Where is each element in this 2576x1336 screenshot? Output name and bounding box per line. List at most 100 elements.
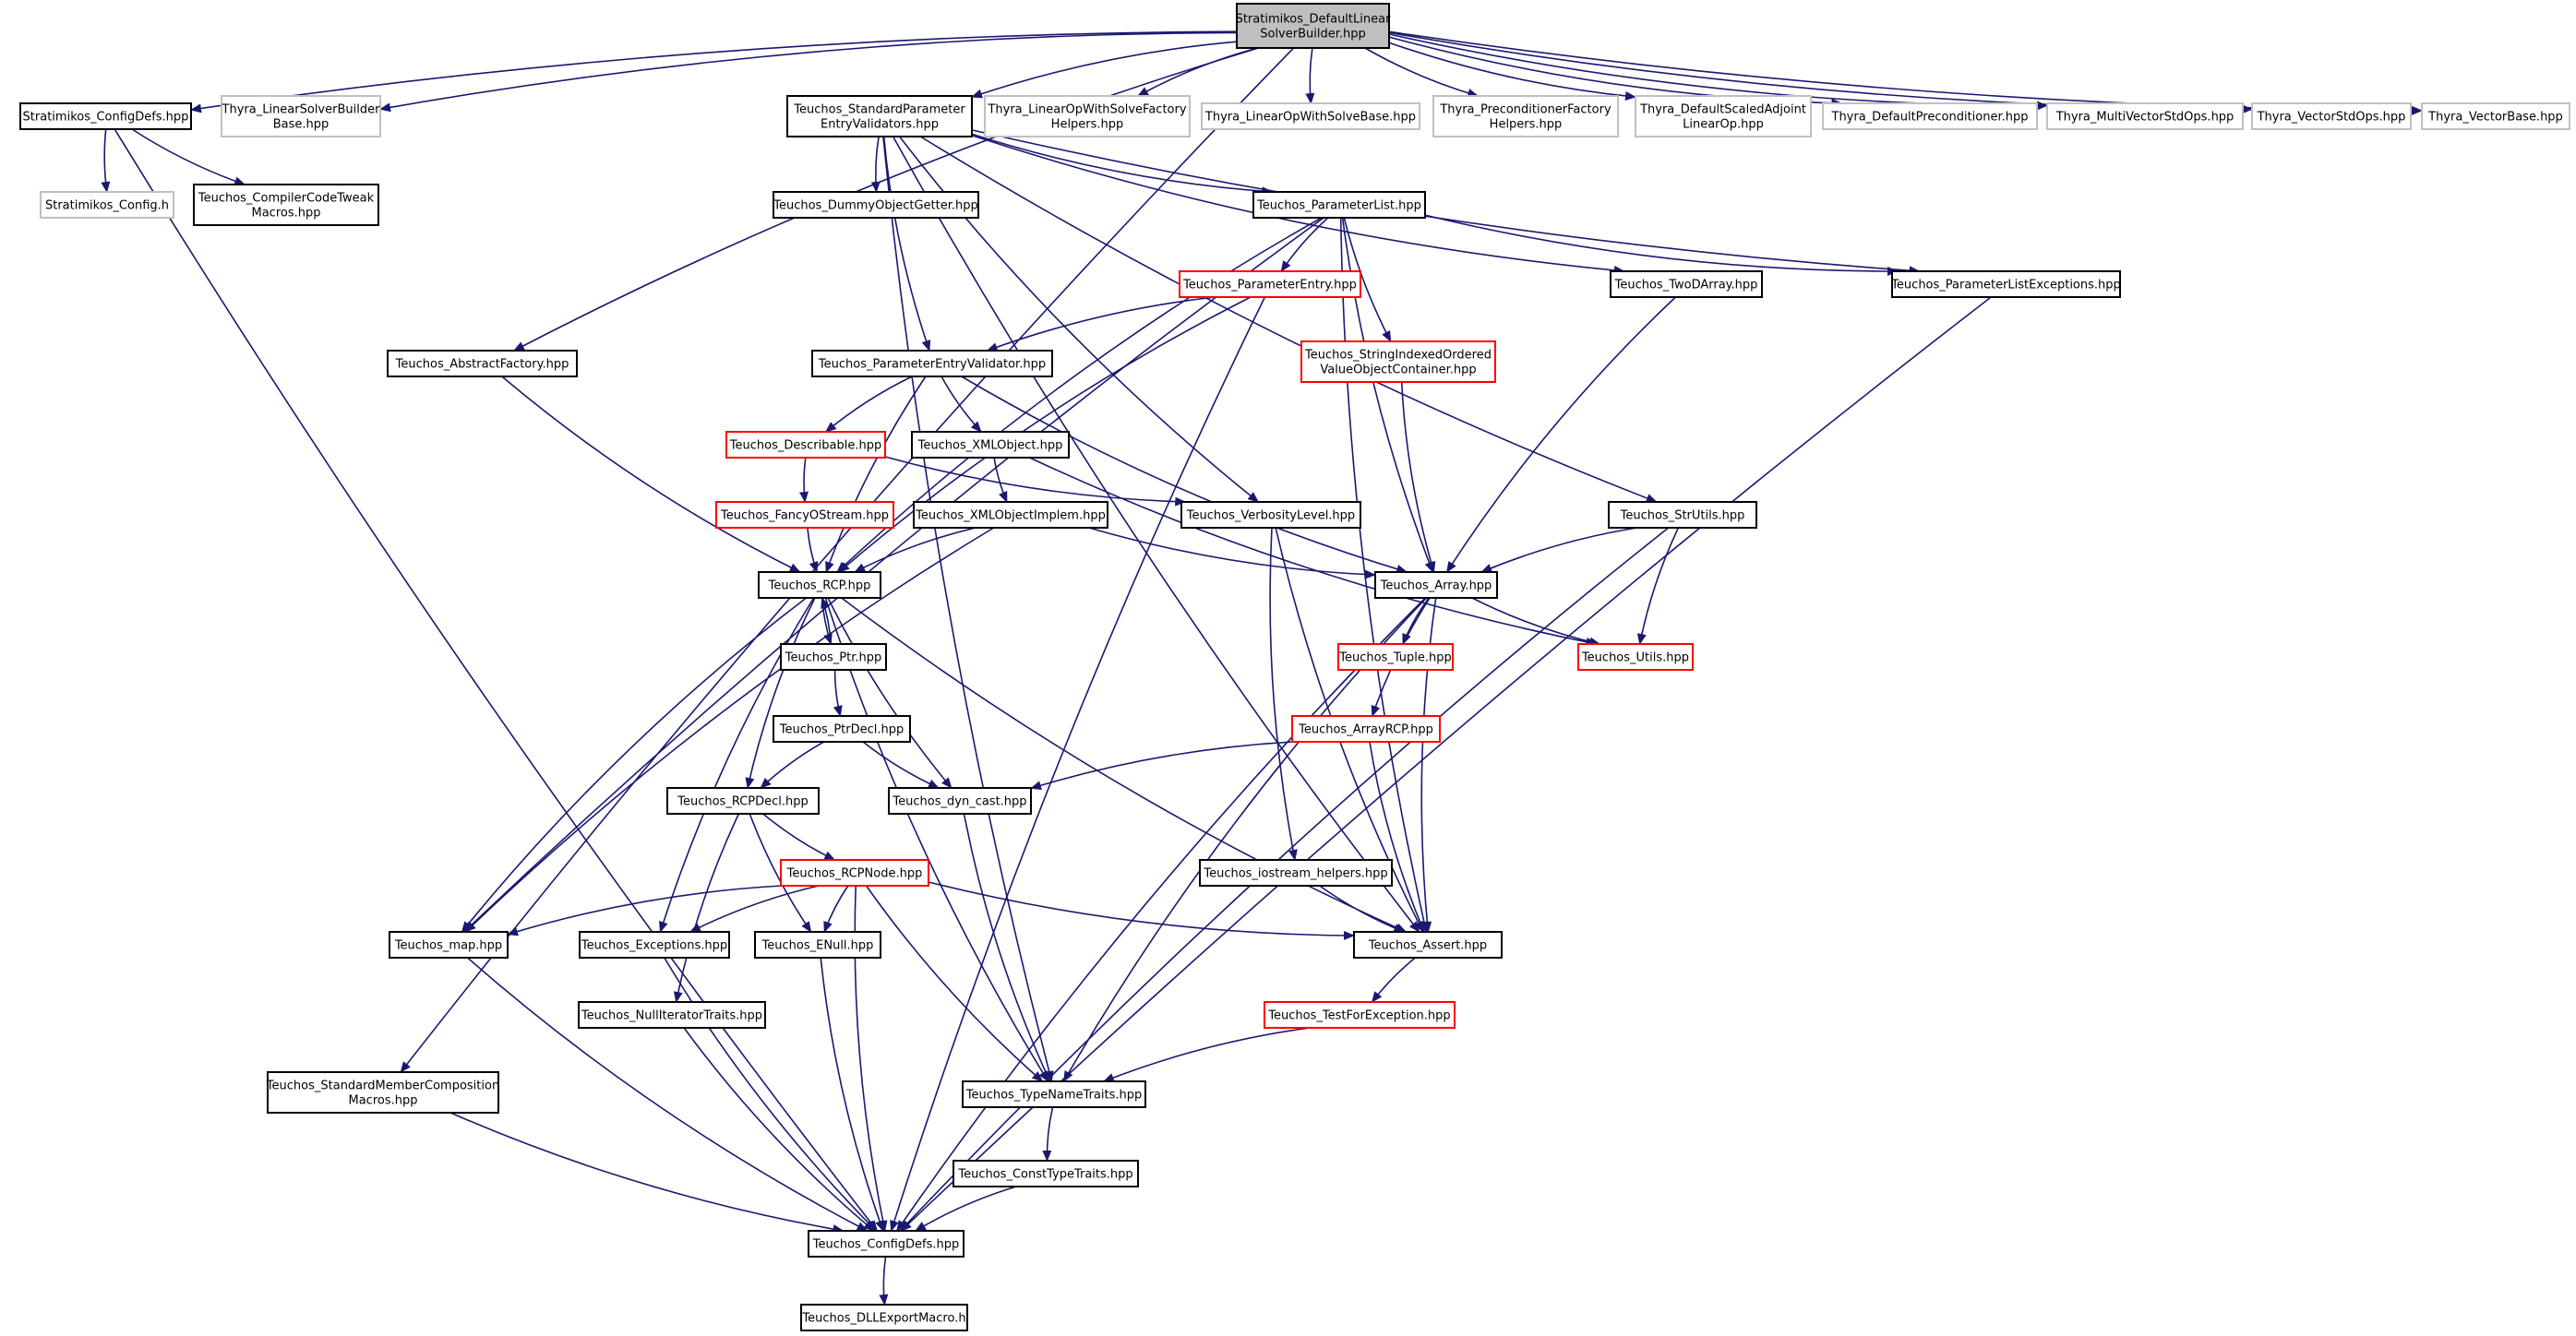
node-rcpnode[interactable]: Teuchos_RCPNode.hpp [780,859,929,887]
node-box[interactable] [1577,643,1694,671]
node-box[interactable] [221,95,381,137]
node-strat-config-h[interactable]: Stratimikos_Config.h [40,191,174,219]
node-assert[interactable]: Teuchos_Assert.hpp [1353,931,1503,959]
node-box[interactable] [808,1230,965,1258]
node-box[interactable] [1201,102,1420,130]
node-box[interactable] [666,787,820,815]
node-box[interactable] [1199,859,1393,887]
node-box[interactable] [1353,931,1503,959]
node-box[interactable] [780,859,929,887]
node-box[interactable] [786,95,973,137]
node-box[interactable] [2421,102,2570,130]
node-box[interactable] [193,184,379,226]
node-std-member-comp[interactable]: Teuchos_StandardMemberCompositionMacros.… [266,1071,499,1114]
node-rcp[interactable]: Teuchos_RCP.hpp [758,571,881,599]
node-verbosity[interactable]: Teuchos_VerbosityLevel.hpp [1180,501,1361,529]
node-consttypetraits[interactable]: Teuchos_ConstTypeTraits.hpp [953,1160,1139,1187]
node-string-indexed[interactable]: Teuchos_StringIndexedOrderedValueObjectC… [1300,340,1496,383]
node-box[interactable] [780,643,887,671]
node-exceptions[interactable]: Teuchos_Exceptions.hpp [579,931,730,959]
node-box[interactable] [1264,1001,1456,1029]
node-box[interactable] [1300,340,1496,383]
node-box[interactable] [953,1160,1139,1187]
node-enull[interactable]: Teuchos_ENull.hpp [754,931,881,959]
node-box[interactable] [267,1071,499,1114]
node-box[interactable] [984,95,1191,137]
node-box[interactable] [40,191,174,219]
node-iostream-helpers[interactable]: Teuchos_iostream_helpers.hpp [1199,859,1393,887]
node-box[interactable] [1610,270,1763,298]
node-box[interactable] [1822,102,2038,130]
node-rcpdecl[interactable]: Teuchos_RCPDecl.hpp [666,787,820,815]
node-paramentry-validator[interactable]: Teuchos_ParameterEntryValidator.hpp [811,350,1053,377]
node-xmlobject[interactable]: Teuchos_XMLObject.hpp [911,431,1070,459]
node-box[interactable] [2046,102,2244,130]
node-box[interactable] [913,501,1108,529]
node-paramlist-exc[interactable]: Teuchos_ParameterListExceptions.hpp [1890,270,2121,298]
node-thyra-multivec-stdops[interactable]: Thyra_MultiVectorStdOps.hpp [2046,102,2244,130]
node-box[interactable] [387,350,578,377]
node-box[interactable] [1608,501,1757,529]
node-strutils[interactable]: Teuchos_StrUtils.hpp [1608,501,1757,529]
node-fancyostream[interactable]: Teuchos_FancyOStream.hpp [715,501,894,529]
node-box[interactable] [19,102,192,130]
node-box[interactable] [773,715,911,743]
node-dllexport[interactable]: Teuchos_DLLExportMacro.h [800,1304,968,1331]
node-nulliter[interactable]: Teuchos_NullIteratorTraits.hpp [578,1001,766,1029]
node-box[interactable] [578,1001,766,1029]
node-xmlobject-impl[interactable]: Teuchos_XMLObjectImplem.hpp [913,501,1108,529]
node-dummy-getter[interactable]: Teuchos_DummyObjectGetter.hpp [773,191,979,219]
node-abstract-factory[interactable]: Teuchos_AbstractFactory.hpp [387,350,578,377]
node-strat-configdefs[interactable]: Stratimikos_ConfigDefs.hpp [19,102,192,130]
node-box[interactable] [1236,3,1390,49]
node-std-param-validators[interactable]: Teuchos_StandardParameterEntryValidators… [786,95,973,137]
node-tuple[interactable]: Teuchos_Tuple.hpp [1337,643,1454,671]
node-box[interactable] [2251,102,2412,130]
node-box[interactable] [715,501,894,529]
node-box[interactable] [1291,715,1441,743]
node-box[interactable] [888,787,1032,815]
node-box[interactable] [579,931,730,959]
node-thyra-lowsf-helpers[interactable]: Thyra_LinearOpWithSolveFactoryHelpers.hp… [984,95,1191,137]
node-box[interactable] [911,431,1070,459]
node-box[interactable] [962,1080,1146,1108]
node-ptr[interactable]: Teuchos_Ptr.hpp [780,643,887,671]
node-box[interactable] [1337,643,1454,671]
node-describable[interactable]: Teuchos_Describable.hpp [725,431,886,459]
node-typenametraits[interactable]: Teuchos_TypeNameTraits.hpp [962,1080,1146,1108]
node-box[interactable] [725,431,886,459]
node-box[interactable] [1252,191,1426,219]
node-paramlist[interactable]: Teuchos_ParameterList.hpp [1252,191,1426,219]
node-thyra-lows-base[interactable]: Thyra_LinearOpWithSolveBase.hpp [1201,102,1420,130]
node-box[interactable] [1432,95,1619,137]
node-box[interactable] [800,1304,968,1331]
node-thyra-default-prec[interactable]: Thyra_DefaultPreconditioner.hpp [1822,102,2038,130]
node-root[interactable]: Stratimikos_DefaultLinearSolverBuilder.h… [1236,3,1391,49]
node-teuchos-configdefs[interactable]: Teuchos_ConfigDefs.hpp [808,1230,965,1258]
node-box[interactable] [389,931,509,959]
node-box[interactable] [754,931,881,959]
node-dyncast[interactable]: Teuchos_dyn_cast.hpp [888,787,1032,815]
node-box[interactable] [1891,270,2121,298]
node-testforexc[interactable]: Teuchos_TestForException.hpp [1264,1001,1456,1029]
node-box[interactable] [758,571,881,599]
node-box[interactable] [1180,501,1361,529]
node-box[interactable] [811,350,1053,377]
node-box[interactable] [773,191,979,219]
node-utils[interactable]: Teuchos_Utils.hpp [1577,643,1694,671]
node-ptrdecl[interactable]: Teuchos_PtrDecl.hpp [773,715,911,743]
node-map[interactable]: Teuchos_map.hpp [389,931,509,959]
node-thyra-vecbase[interactable]: Thyra_VectorBase.hpp [2421,102,2570,130]
node-box[interactable] [1635,95,1812,137]
node-array[interactable]: Teuchos_Array.hpp [1374,571,1498,599]
node-thyra-vec-stdops[interactable]: Thyra_VectorStdOps.hpp [2251,102,2412,130]
node-box[interactable] [1179,270,1361,298]
node-paramentry[interactable]: Teuchos_ParameterEntry.hpp [1179,270,1361,298]
node-arrayrcp[interactable]: Teuchos_ArrayRCP.hpp [1291,715,1441,743]
node-twodarray[interactable]: Teuchos_TwoDArray.hpp [1610,270,1763,298]
node-box[interactable] [1374,571,1498,599]
